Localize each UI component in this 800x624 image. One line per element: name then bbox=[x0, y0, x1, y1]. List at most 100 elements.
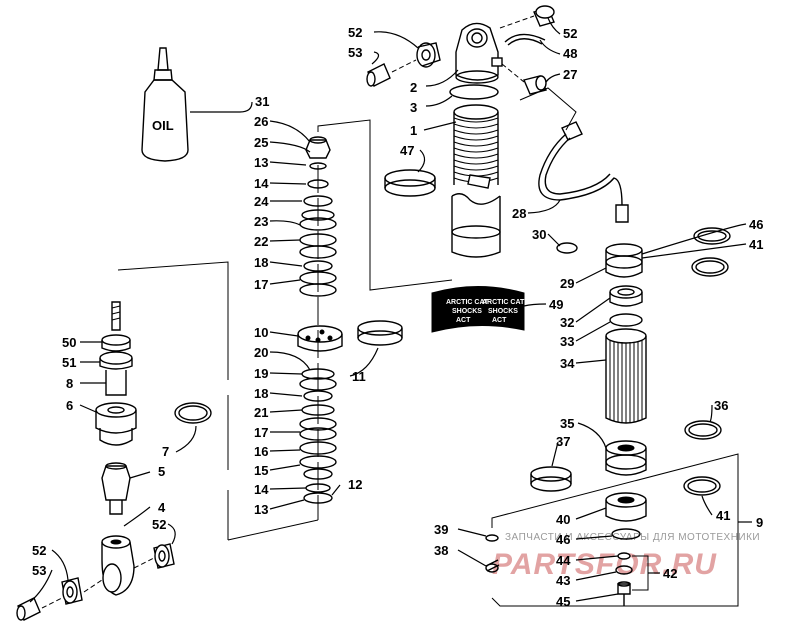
decal-49: ARCTIC CAT SHOCKS ACT ARCTIC CAT SHOCKS … bbox=[431, 286, 525, 333]
screw-38 bbox=[485, 559, 500, 573]
callout-label: 24 bbox=[254, 194, 269, 209]
callout-label: 53 bbox=[32, 563, 46, 578]
coil-spring-1 bbox=[453, 104, 499, 189]
o-ring-7 bbox=[174, 402, 212, 424]
washer-43 bbox=[615, 565, 633, 575]
callout-label: 27 bbox=[563, 67, 577, 82]
callout-label: 16 bbox=[254, 444, 268, 459]
o-ring-30 bbox=[556, 242, 578, 254]
leader-lines bbox=[29, 17, 747, 603]
callout-label: 36 bbox=[714, 398, 728, 413]
decal-line-2b: SHOCKS bbox=[488, 308, 518, 315]
decal-line-3: ACT bbox=[456, 317, 471, 324]
callout-label: 43 bbox=[556, 573, 570, 588]
callout-label: 2 bbox=[410, 80, 417, 95]
seal-head-40 bbox=[605, 492, 647, 522]
o-ring-3 bbox=[449, 84, 499, 100]
callout-label: 32 bbox=[560, 315, 574, 330]
o-ring-33 bbox=[609, 313, 643, 327]
oil-bottle: OIL bbox=[141, 47, 189, 162]
decal-line-1b: ARCTIC CAT bbox=[482, 299, 525, 306]
callout-label: 3 bbox=[410, 100, 417, 115]
o-ring-46-lower bbox=[611, 528, 641, 540]
callout-label: 31 bbox=[255, 94, 269, 109]
callout-label: 46 bbox=[556, 532, 570, 547]
washer-39 bbox=[485, 534, 499, 542]
callout-label: 17 bbox=[254, 425, 268, 440]
callout-label: 34 bbox=[560, 356, 575, 371]
callout-label: 52 bbox=[348, 25, 362, 40]
callout-label: 12 bbox=[348, 477, 362, 492]
reservoir-cap-29 bbox=[605, 243, 643, 278]
bushing-52-top bbox=[416, 42, 441, 68]
sleeve-53-top bbox=[366, 63, 391, 87]
callout-label: 10 bbox=[254, 325, 268, 340]
eyelet-4 bbox=[101, 535, 135, 596]
callout-label: 23 bbox=[254, 214, 268, 229]
callout-label: 52 bbox=[563, 26, 577, 41]
callout-label: 41 bbox=[716, 508, 730, 523]
callout-label: 42 bbox=[663, 566, 677, 581]
callout-label: 15 bbox=[254, 463, 268, 478]
callout-label: 28 bbox=[512, 206, 526, 221]
clip-48 bbox=[504, 33, 546, 43]
callout-label: 4 bbox=[158, 500, 166, 515]
group-bracket-9 bbox=[491, 453, 739, 607]
callout-label: 14 bbox=[254, 176, 269, 191]
valve-27 bbox=[523, 75, 547, 95]
callout-label: 25 bbox=[254, 135, 268, 150]
bushing-52-left bbox=[61, 577, 83, 605]
callout-label: 45 bbox=[556, 594, 570, 609]
callout-label: 40 bbox=[556, 512, 570, 527]
spring-retainer-37 bbox=[530, 466, 572, 492]
callout-label: 53 bbox=[348, 45, 362, 60]
callout-label: 7 bbox=[162, 444, 169, 459]
nut-26 bbox=[305, 136, 331, 159]
callout-label: 41 bbox=[749, 237, 763, 252]
callout-label: 20 bbox=[254, 345, 268, 360]
piston-ring-11 bbox=[357, 320, 403, 346]
callout-label: 37 bbox=[556, 434, 570, 449]
screw-45 bbox=[617, 581, 631, 606]
bushing-52-right bbox=[533, 5, 555, 27]
bushing-52-right-lower bbox=[153, 543, 175, 569]
callout-label: 49 bbox=[549, 297, 563, 312]
oil-bottle-text: OIL bbox=[152, 118, 174, 133]
callout-label: 13 bbox=[254, 502, 268, 517]
o-ring-36 bbox=[684, 420, 722, 440]
shock-eyelet-top bbox=[455, 22, 503, 84]
floating-piston-32 bbox=[609, 285, 643, 307]
callout-label: 44 bbox=[556, 553, 571, 568]
callout-label: 1 bbox=[410, 123, 417, 138]
decal-line-2: SHOCKS bbox=[452, 308, 482, 315]
callout-label: 11 bbox=[352, 369, 366, 384]
callout-label: 39 bbox=[434, 522, 448, 537]
decal-line-1: ARCTIC CAT bbox=[446, 299, 489, 306]
callout-label: 6 bbox=[66, 398, 73, 413]
callout-label: 50 bbox=[62, 335, 76, 350]
callout-label: 8 bbox=[66, 376, 73, 391]
o-ring-41 bbox=[691, 257, 729, 277]
callout-label: 18 bbox=[254, 255, 268, 270]
callout-label: 9 bbox=[756, 515, 763, 530]
hose-28 bbox=[538, 121, 629, 223]
callout-label: 52 bbox=[32, 543, 46, 558]
callout-label: 48 bbox=[563, 46, 577, 61]
callout-label: 17 bbox=[254, 277, 268, 292]
end-cap-35 bbox=[605, 440, 647, 476]
callout-label: 35 bbox=[560, 416, 574, 431]
callout-label: 51 bbox=[62, 355, 76, 370]
bumper-5 bbox=[101, 462, 131, 515]
callout-label: 46 bbox=[749, 217, 763, 232]
piston-10 bbox=[297, 325, 343, 352]
decal-line-3b: ACT bbox=[492, 317, 507, 324]
o-ring-46 bbox=[693, 227, 731, 245]
callout-label: 14 bbox=[254, 482, 269, 497]
watermark-logo: PARTSFOR.RU bbox=[492, 548, 717, 581]
callout-label: 38 bbox=[434, 543, 448, 558]
callout-label: 52 bbox=[152, 517, 166, 532]
callout-label: 18 bbox=[254, 386, 268, 401]
callout-labels: 52 53 52 48 27 2 3 1 47 31 26 25 13 14 2… bbox=[32, 25, 763, 609]
